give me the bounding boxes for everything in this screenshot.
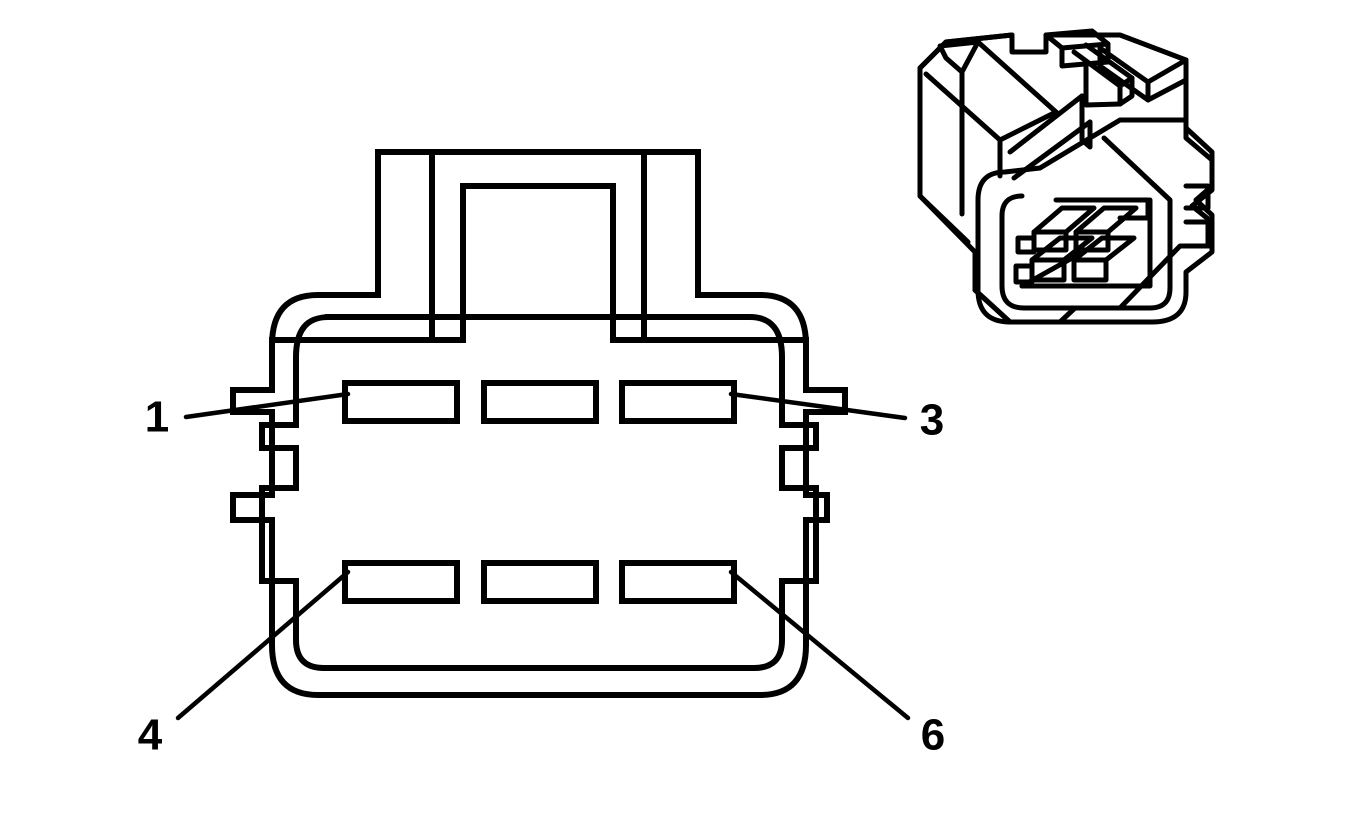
connector-isometric-view	[917, 28, 1215, 325]
callout-label-4: 4	[138, 711, 163, 760]
iso-front-opening-diag	[1019, 245, 1093, 289]
iso-terminal-4-face	[1071, 257, 1109, 283]
leader-line-4	[175, 569, 351, 721]
callout-leader-lines	[175, 391, 911, 721]
housing-outer-outline	[230, 149, 848, 698]
iso-bottom-edge	[972, 287, 1013, 325]
iso-mid-block	[1079, 93, 1093, 150]
iso-ridge-connector	[997, 109, 1059, 143]
cavity-2[interactable]	[481, 380, 599, 424]
iso-upper-edge-right2	[1145, 77, 1189, 103]
housing-inner-wall	[259, 313, 819, 671]
iso-top-face	[917, 32, 1015, 71]
callout-label-3: 3	[920, 396, 944, 445]
iso-upper-tab-e	[1083, 59, 1123, 108]
iso-terminal-4	[1071, 235, 1137, 263]
cavity-3[interactable]	[619, 380, 737, 424]
connector-front-view	[230, 149, 848, 698]
leader-line-6	[728, 569, 911, 721]
iso-mid-ridge-1	[1007, 93, 1085, 155]
iso-terminal-2	[1073, 205, 1139, 235]
cavity-1[interactable]	[342, 380, 460, 424]
cavity-5[interactable]	[481, 560, 599, 604]
iso-front-opening	[1019, 197, 1153, 289]
iso-latch-bump-upper	[1183, 183, 1211, 211]
iso-terminal-1	[1031, 205, 1097, 235]
locking-tab-inner-cut	[460, 183, 616, 343]
iso-latch-bump-lower	[1183, 219, 1211, 249]
iso-terminal-stub-a	[1015, 235, 1037, 255]
iso-terminal-3	[1029, 235, 1095, 263]
iso-shroud-inner	[999, 135, 1173, 311]
callout-label-1: 1	[145, 393, 169, 442]
iso-terminal-2-face	[1073, 229, 1111, 253]
iso-upper-edge-right	[1145, 57, 1189, 85]
leader-line-3	[728, 391, 908, 421]
callout-label-6: 6	[921, 711, 945, 760]
cavity-4[interactable]	[342, 560, 460, 604]
cavity-6[interactable]	[619, 560, 737, 604]
iso-top-ridge-upper	[975, 39, 1059, 115]
iso-left-edge-1	[917, 193, 971, 245]
leader-line-1	[183, 391, 351, 420]
